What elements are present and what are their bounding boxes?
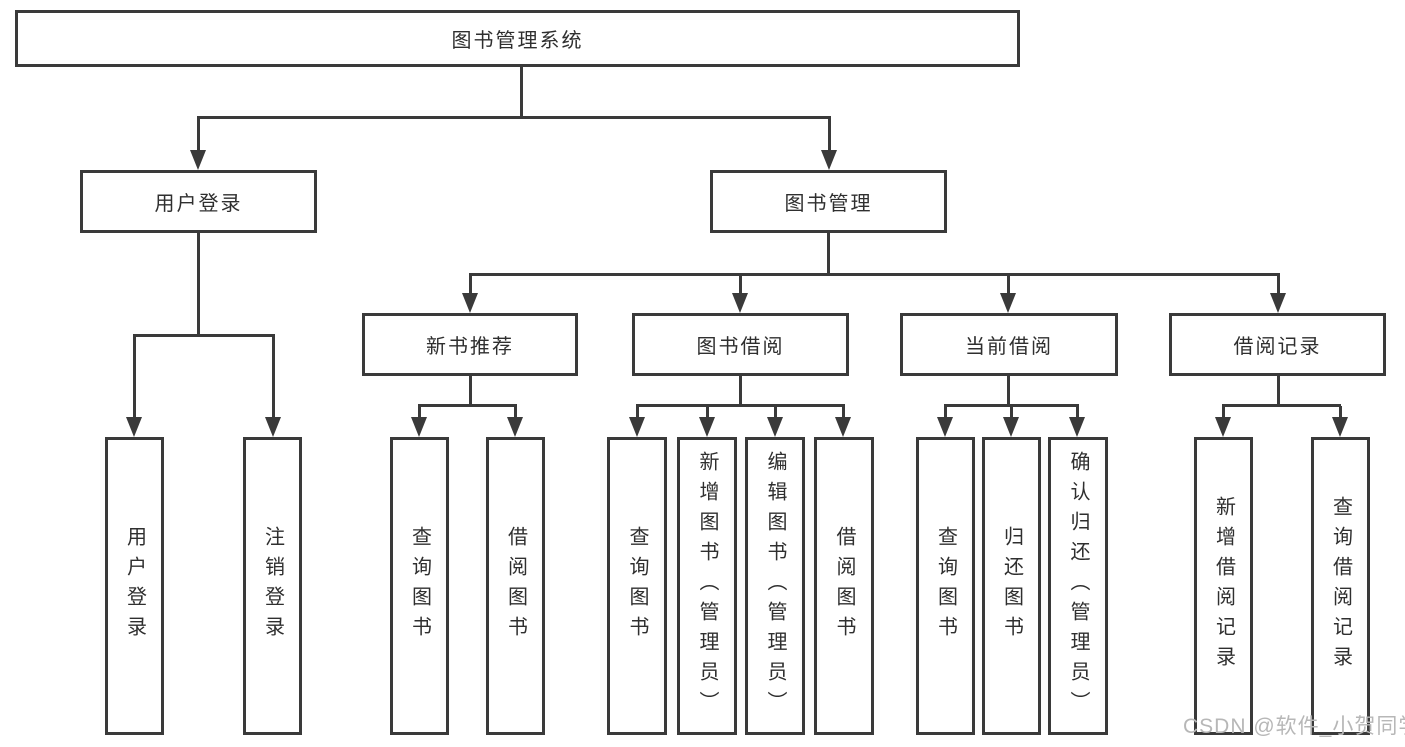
connector-line [739, 376, 742, 406]
connector-line [469, 275, 472, 295]
arrow-down-icon [1332, 417, 1348, 437]
connector-line [1277, 275, 1280, 295]
leaf-borrow-books-2: 借阅图书 [814, 437, 874, 735]
connector-line [774, 406, 777, 419]
node-borrow-records-label: 借阅记录 [1233, 336, 1322, 358]
node-book-management-label: 图书管理 [784, 193, 873, 215]
connector-line [706, 406, 709, 419]
leaf-add-borrow-record: 新增借阅记录 [1194, 437, 1253, 735]
connector-line [514, 406, 517, 419]
arrow-down-icon [835, 417, 851, 437]
node-current-borrow-label: 当前借阅 [965, 336, 1053, 358]
arrow-down-icon [1000, 293, 1016, 313]
leaf-return-books: 归还图书 [982, 437, 1041, 735]
connector-line [827, 233, 830, 276]
node-new-book-recommend: 新书推荐 [362, 313, 578, 376]
leaf-query-books-2: 查询图书 [607, 437, 667, 735]
connector-line [1277, 376, 1280, 406]
leaf-logout: 注销登录 [243, 437, 302, 735]
connector-line [197, 116, 831, 119]
node-book-borrow: 图书借阅 [632, 313, 849, 376]
connector-line [944, 404, 1079, 407]
connector-line [1339, 406, 1342, 419]
node-book-borrow-label: 图书借阅 [696, 336, 785, 358]
arrow-down-icon [507, 417, 523, 437]
leaf-user-login-label: 用户登录 [123, 526, 146, 646]
connector-line [842, 406, 845, 419]
arrow-down-icon [1215, 417, 1231, 437]
arrow-down-icon [821, 150, 837, 170]
connector-line [197, 233, 200, 337]
leaf-return-books-label: 归还图书 [1000, 526, 1023, 646]
arrow-down-icon [629, 417, 645, 437]
connector-line [197, 118, 200, 152]
connector-line [1007, 275, 1010, 295]
arrow-down-icon [937, 417, 953, 437]
connector-line [418, 406, 421, 419]
connector-line [418, 404, 517, 407]
leaf-add-books-admin-label: 新增图书（管理员） [696, 451, 718, 721]
leaf-borrow-books-1-label: 借阅图书 [504, 526, 527, 646]
node-root-label: 图书管理系统 [451, 30, 584, 52]
arrow-down-icon [411, 417, 427, 437]
connector-line [1010, 406, 1013, 419]
node-new-book-recommend-label: 新书推荐 [426, 336, 514, 358]
arrow-down-icon [190, 150, 206, 170]
connector-line [133, 334, 275, 337]
arrow-down-icon [1069, 417, 1085, 437]
connector-line [1222, 406, 1225, 419]
leaf-add-borrow-record-label: 新增借阅记录 [1212, 496, 1235, 676]
node-current-borrow: 当前借阅 [900, 313, 1118, 376]
connector-line [133, 336, 136, 419]
leaf-borrow-books-2-label: 借阅图书 [833, 526, 855, 646]
arrow-down-icon [699, 417, 715, 437]
leaf-logout-label: 注销登录 [261, 526, 284, 646]
connector-line [636, 406, 639, 419]
leaf-query-borrow-record-label: 查询借阅记录 [1329, 496, 1352, 676]
arrow-down-icon [732, 293, 748, 313]
connector-line [1076, 406, 1079, 419]
arrow-down-icon [126, 417, 142, 437]
connector-line [469, 376, 472, 406]
connector-line [272, 336, 275, 419]
csdn-watermark: CSDN @软件_小贺同学 [1183, 715, 1405, 738]
node-user-login: 用户登录 [80, 170, 317, 233]
leaf-borrow-books-1: 借阅图书 [486, 437, 545, 735]
leaf-user-login: 用户登录 [105, 437, 164, 735]
leaf-confirm-return-admin: 确认归还（管理员） [1048, 437, 1108, 735]
leaf-confirm-return-admin-label: 确认归还（管理员） [1067, 451, 1089, 721]
connector-line [636, 404, 845, 407]
node-borrow-records: 借阅记录 [1169, 313, 1386, 376]
connector-line [520, 66, 523, 119]
leaf-add-books-admin: 新增图书（管理员） [677, 437, 737, 735]
node-book-management: 图书管理 [710, 170, 947, 233]
connector-line [739, 275, 742, 295]
arrow-down-icon [767, 417, 783, 437]
leaf-edit-books-admin-label: 编辑图书（管理员） [764, 451, 786, 721]
connector-line [1222, 404, 1341, 407]
leaf-query-books-1: 查询图书 [390, 437, 449, 735]
arrow-down-icon [1270, 293, 1286, 313]
connector-line [469, 273, 1280, 276]
leaf-query-books-3-label: 查询图书 [934, 526, 957, 646]
leaf-query-borrow-record: 查询借阅记录 [1311, 437, 1370, 735]
leaf-query-books-2-label: 查询图书 [626, 526, 648, 646]
leaf-edit-books-admin: 编辑图书（管理员） [745, 437, 805, 735]
leaf-query-books-3: 查询图书 [916, 437, 975, 735]
connector-line [944, 406, 947, 419]
arrow-down-icon [1003, 417, 1019, 437]
node-root: 图书管理系统 [15, 10, 1020, 67]
arrow-down-icon [462, 293, 478, 313]
connector-line [828, 118, 831, 152]
leaf-query-books-1-label: 查询图书 [408, 526, 431, 646]
node-user-login-label: 用户登录 [154, 193, 243, 215]
connector-line [1007, 376, 1010, 406]
arrow-down-icon [265, 417, 281, 437]
